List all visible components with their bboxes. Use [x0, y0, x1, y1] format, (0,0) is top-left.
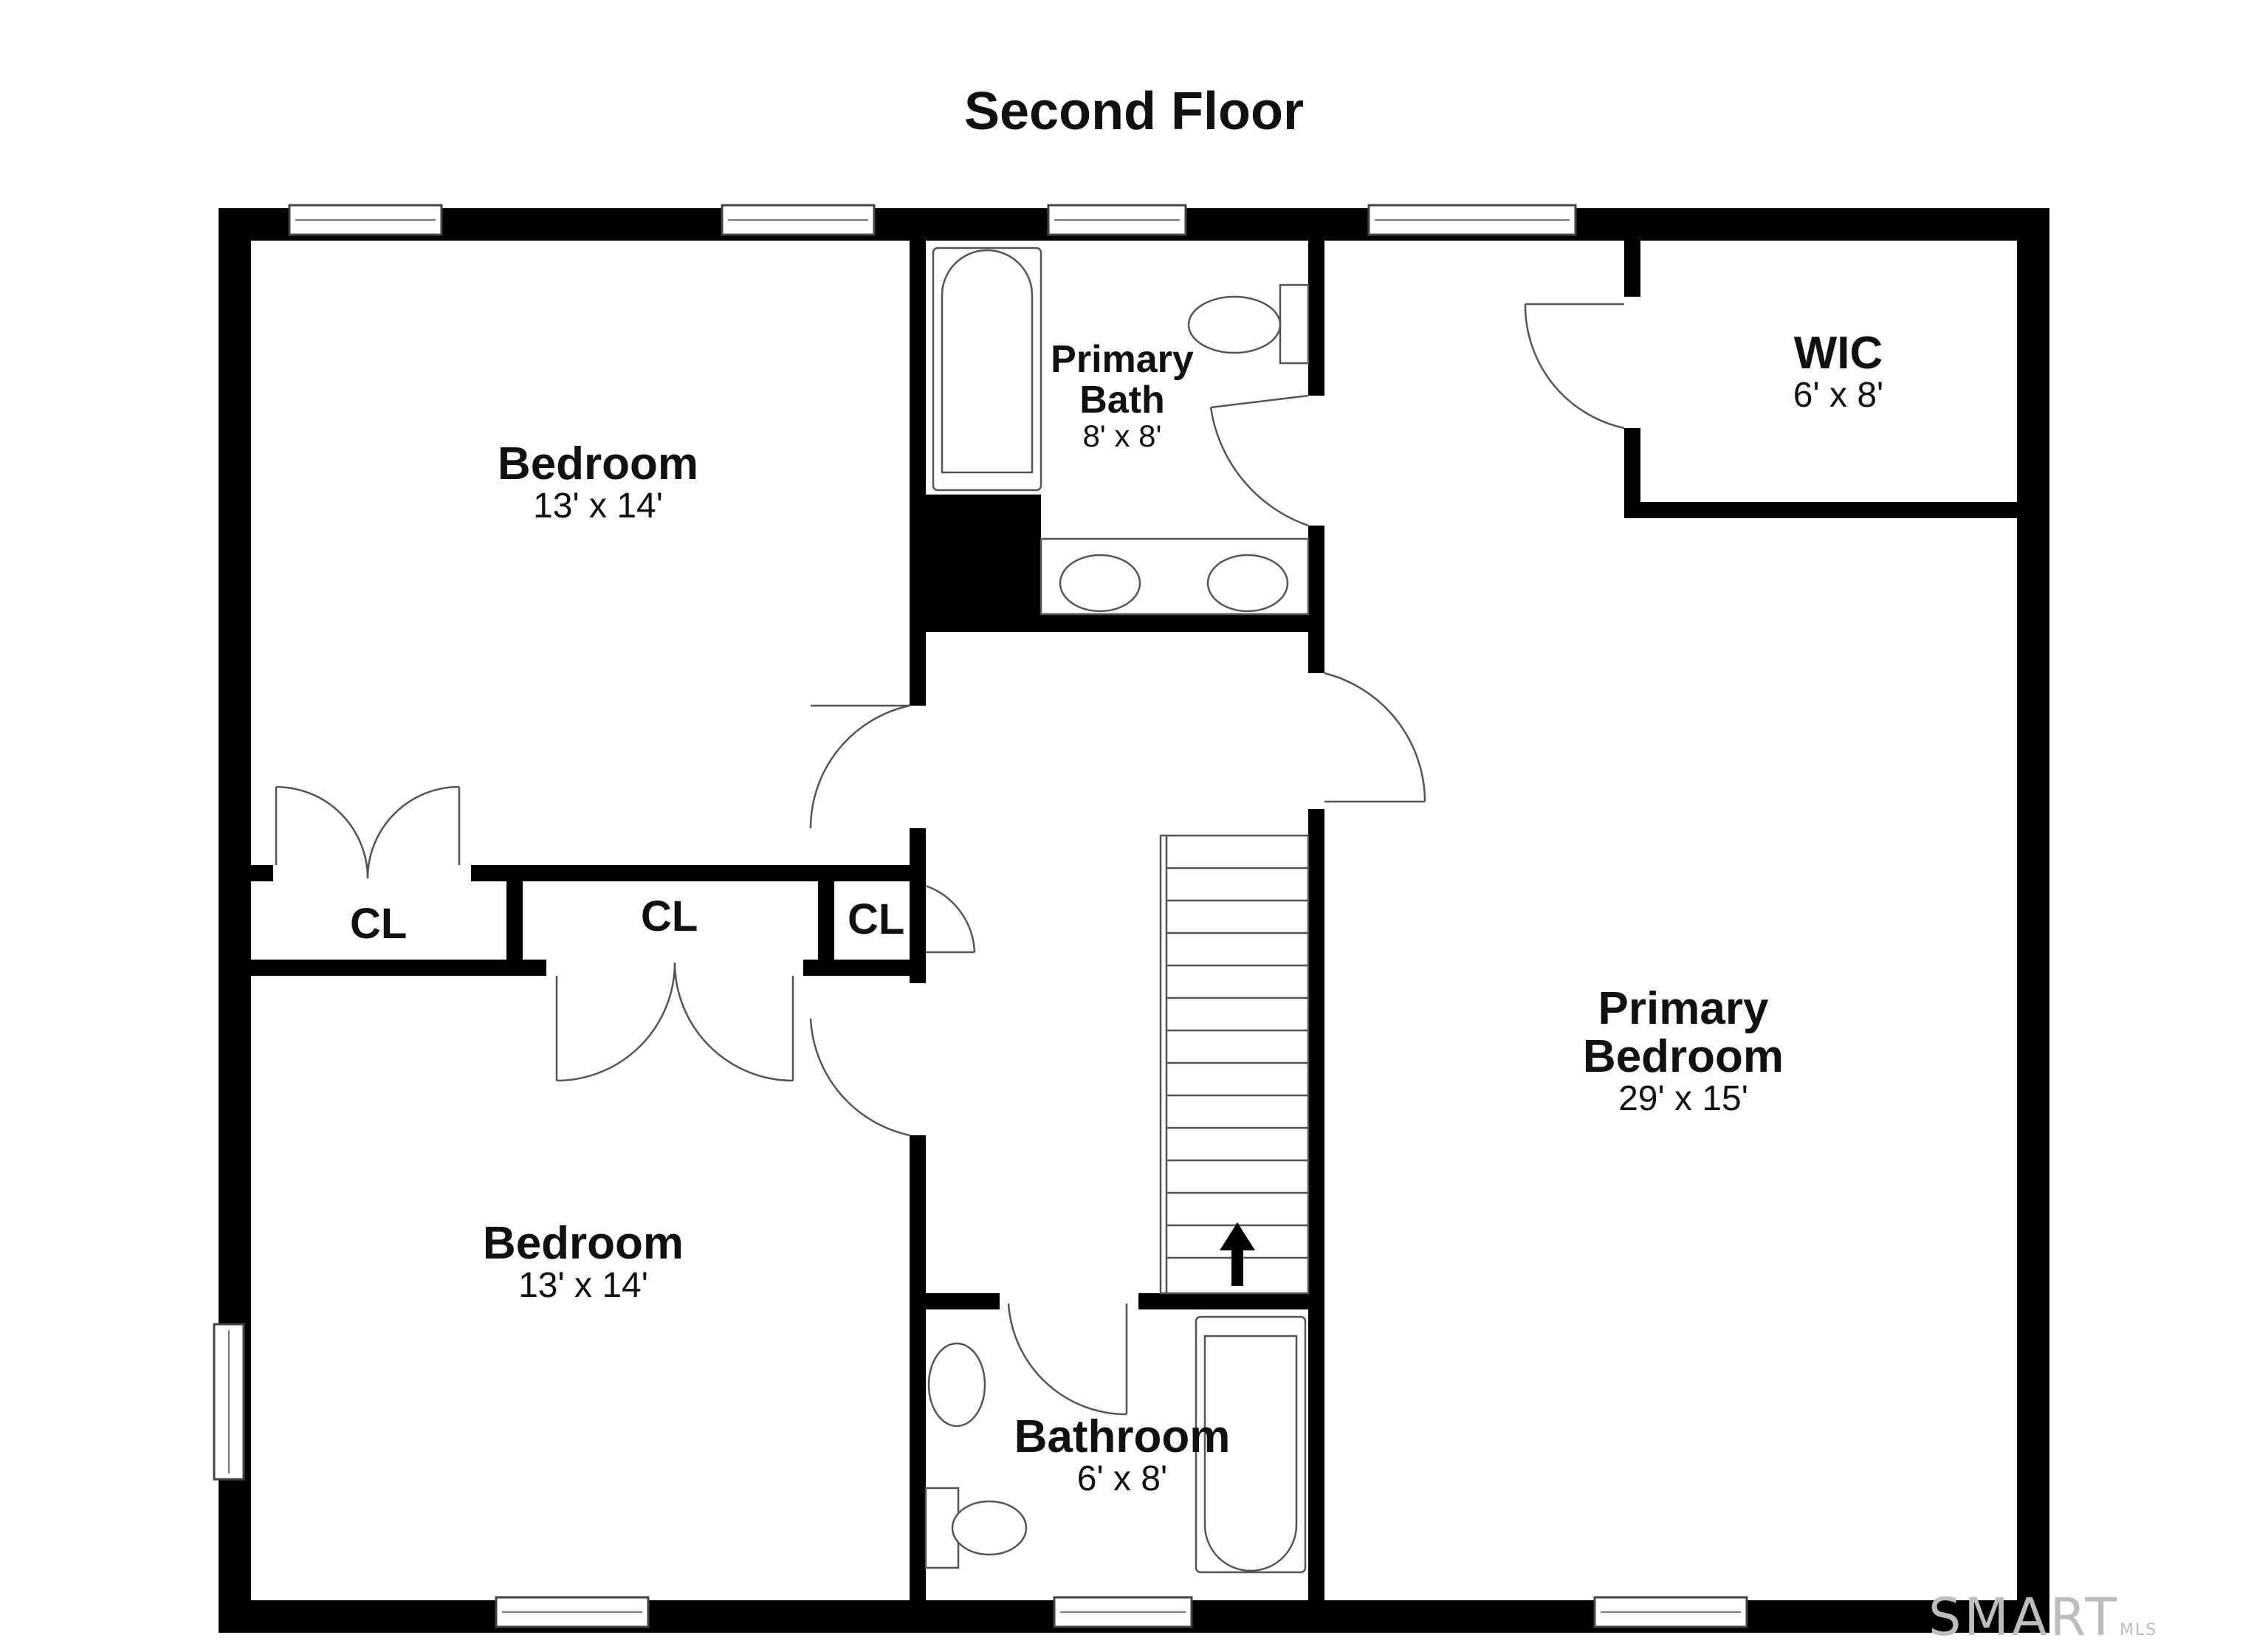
room-dims: 13' x 14' [518, 1266, 648, 1306]
closet-label-middle: CL [641, 892, 698, 940]
room-name-line1: Primary [1051, 338, 1194, 381]
closet-label-left: CL [350, 900, 408, 948]
room-name: Bathroom [1014, 1411, 1231, 1462]
room-name: Bedroom [482, 1218, 684, 1269]
stairs [1159, 834, 1310, 1295]
closet-label-small: CL [848, 895, 905, 943]
room-dims: 29' x 15' [1618, 1079, 1748, 1119]
room-name: WIC [1793, 328, 1883, 379]
logo-text: SMART [1928, 1587, 2120, 1648]
page-title: Second Floor [963, 82, 1305, 141]
room-bedroom-bottom: Bedroom 13' x 14' [428, 1219, 738, 1304]
room-name-line2: Bath [1079, 378, 1165, 421]
room-dims: 13' x 14' [533, 486, 663, 526]
room-wic: WIC 6' x 8' [1757, 329, 1920, 414]
room-name: Bedroom [497, 438, 699, 489]
smart-mls-logo: SMARTMLS [1928, 1587, 2157, 1648]
logo-sub: MLS [2120, 1621, 2158, 1639]
room-primary-bath: Primary Bath 8' x 8' [1034, 340, 1211, 452]
fixtures [924, 247, 1310, 1574]
room-primary-bedroom: Primary Bedroom 29' x 15' [1536, 985, 1831, 1118]
room-bathroom: Bathroom 6' x 8' [989, 1413, 1255, 1498]
door-swings [275, 303, 1625, 1416]
room-name-line2: Bedroom [1582, 1031, 1784, 1083]
window-inner-lines [228, 219, 1741, 1613]
room-dims: 6' x 8' [1076, 1459, 1168, 1499]
room-bedroom-top: Bedroom 13' x 14' [443, 440, 753, 525]
room-dims: 8' x 8' [1082, 419, 1162, 454]
room-dims: 6' x 8' [1793, 376, 1884, 416]
room-name-line1: Primary [1598, 983, 1769, 1034]
stair-arrow-icon [1220, 1222, 1255, 1286]
